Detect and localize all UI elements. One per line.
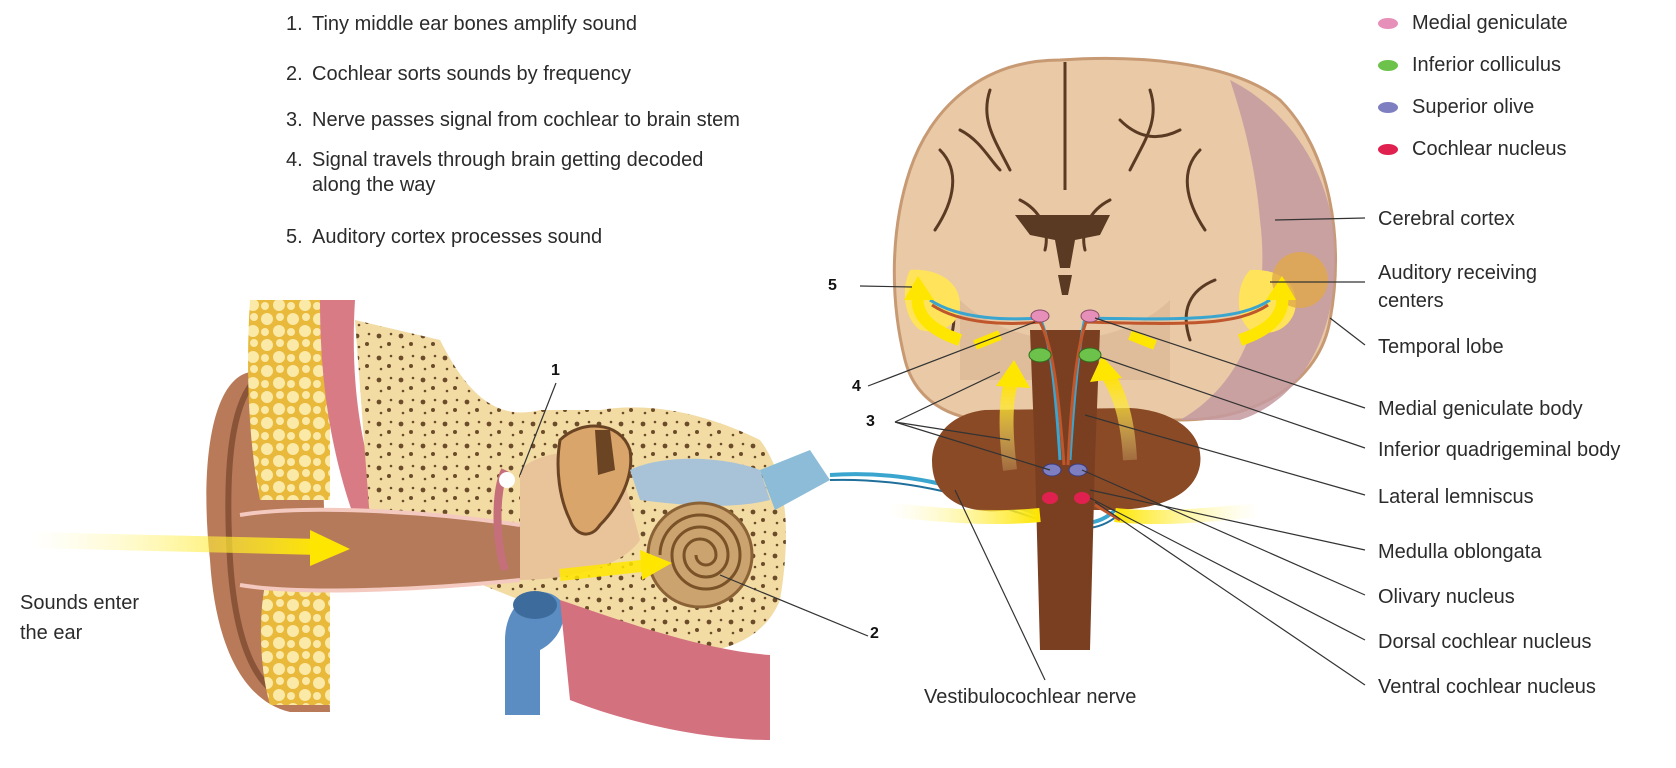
step-1: 1.Tiny middle ear bones amplify sound (286, 12, 637, 37)
step-3: 3.Nerve passes signal from cochlear to b… (286, 108, 740, 133)
label-temporal-lobe: Temporal lobe (1378, 334, 1504, 360)
legend-swatch (1378, 60, 1398, 71)
step-text-continued: along the way (286, 173, 703, 198)
label-the-ear: the ear (20, 620, 82, 646)
label-dorsal-cochlear-nucleus: Dorsal cochlear nucleus (1378, 629, 1591, 655)
cochlear-nucleus-right (1074, 492, 1090, 504)
superior-olive-right (1069, 464, 1087, 476)
label-medial-geniculate-body: Medial geniculate body (1378, 396, 1583, 422)
callout-5: 5 (828, 277, 837, 295)
medial-geniculate-left (1031, 310, 1049, 322)
ear-cross-section (206, 300, 830, 740)
label-ventral-cochlear-nucleus: Ventral cochlear nucleus (1378, 674, 1596, 700)
cochlea (648, 503, 752, 607)
step-number: 4. (286, 148, 312, 173)
label-lateral-lemniscus: Lateral lemniscus (1378, 484, 1534, 510)
callout-3: 3 (866, 413, 875, 431)
callout-2: 2 (870, 625, 879, 643)
inferior-colliculus-left (1029, 348, 1051, 362)
step-text: Tiny middle ear bones amplify sound (312, 13, 637, 35)
cochlear-nucleus-left (1042, 492, 1058, 504)
label-auditory-receiving-centers: centers (1378, 288, 1444, 314)
label-vestibulocochlear-nerve: Vestibulocochlear nerve (924, 684, 1136, 710)
step-number: 1. (286, 12, 312, 37)
step-text: Auditory cortex processes sound (312, 226, 602, 248)
fatty-tissue-lower (261, 585, 330, 705)
label-auditory-receiving: Auditory receiving (1378, 260, 1537, 286)
step-5: 5.Auditory cortex processes sound (286, 225, 602, 250)
callout-4: 4 (852, 378, 861, 396)
fatty-tissue-upper (248, 300, 330, 500)
legend-label: Inferior colliculus (1412, 52, 1561, 78)
step-4: 4.Signal travels through brain getting d… (286, 148, 703, 198)
step-text: Nerve passes signal from cochlear to bra… (312, 109, 740, 131)
brainstem (1030, 330, 1100, 650)
label-sounds-enter: Sounds enter (20, 590, 139, 616)
callout-1: 1 (551, 362, 560, 380)
brain-coronal-section (894, 58, 1335, 420)
legend-swatch (1378, 18, 1398, 29)
label-medulla-oblongata: Medulla oblongata (1378, 539, 1541, 565)
eardrum-center (499, 472, 515, 488)
label-cerebral-cortex: Cerebral cortex (1378, 206, 1515, 232)
legend-label: Superior olive (1412, 94, 1534, 120)
medial-geniculate-right (1081, 310, 1099, 322)
label-inferior-quadrigeminal-body: Inferior quadrigeminal body (1378, 437, 1620, 463)
eustachian-tube-opening (513, 591, 557, 619)
legend-label: Medial geniculate (1412, 10, 1568, 36)
step-number: 3. (286, 108, 312, 133)
legend-swatch (1378, 144, 1398, 155)
step-number: 2. (286, 62, 312, 87)
inferior-colliculus-right (1079, 348, 1101, 362)
legend-swatch (1378, 102, 1398, 113)
label-olivary-nucleus: Olivary nucleus (1378, 584, 1515, 610)
step-text: Cochlear sorts sounds by frequency (312, 63, 631, 85)
superior-olive-left (1043, 464, 1061, 476)
legend-label: Cochlear nucleus (1412, 136, 1567, 162)
step-2: 2.Cochlear sorts sounds by frequency (286, 62, 631, 87)
step-text: Signal travels through brain getting dec… (312, 149, 703, 171)
step-number: 5. (286, 225, 312, 250)
